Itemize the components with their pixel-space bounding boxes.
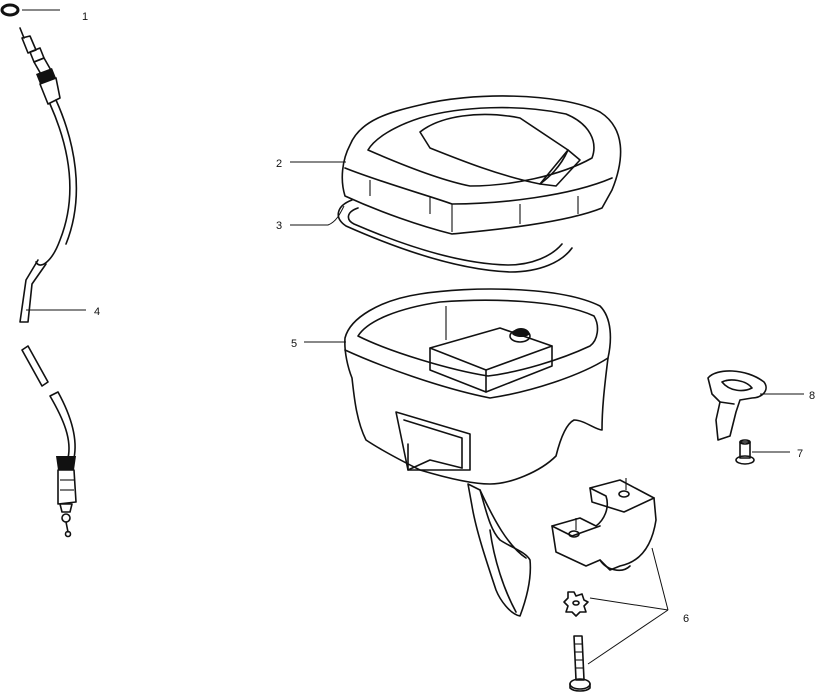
leader-line-6a <box>589 597 669 611</box>
callout-1: 1 <box>82 11 88 23</box>
callout-3: 3 <box>276 220 282 232</box>
callout-7: 7 <box>797 448 803 460</box>
rivet-pin-part <box>735 439 755 465</box>
throttle-cable-part <box>19 27 78 538</box>
callout-5: 5 <box>291 338 297 350</box>
gasket-part <box>337 199 573 273</box>
callout-4: 4 <box>94 306 100 318</box>
leader-line-6b <box>587 609 669 665</box>
air-box-part <box>344 288 612 617</box>
mounting-bracket-part <box>551 478 657 572</box>
callout-6: 6 <box>683 613 689 625</box>
filter-cover-part <box>341 95 622 235</box>
callout-8: 8 <box>809 390 815 402</box>
leader-line-6c <box>651 547 669 611</box>
leader-line-3 <box>290 205 345 226</box>
lock-washer-part <box>563 591 589 617</box>
o-ring-part <box>0 3 20 17</box>
retaining-clip-part <box>707 370 767 441</box>
bolt-part <box>569 635 591 692</box>
callout-2: 2 <box>276 158 282 170</box>
callout-labels: 1 2 3 4 5 6 7 8 <box>82 11 815 625</box>
leader-lines <box>22 9 804 665</box>
